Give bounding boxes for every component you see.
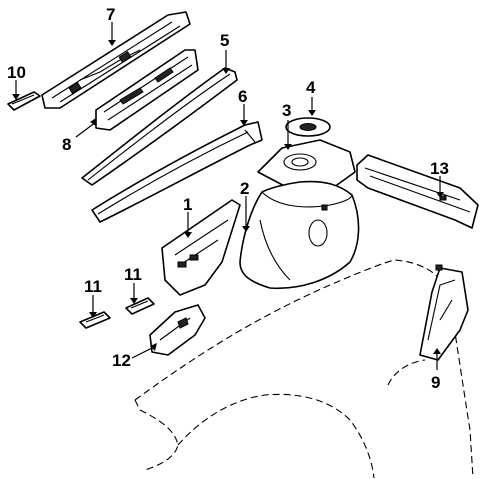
callout-6: 6 xyxy=(238,87,247,106)
callout-8: 8 xyxy=(62,135,71,154)
callout-labels: 7 10 8 5 6 4 3 2 1 13 11 11 12 9 xyxy=(7,5,449,392)
fender-outline xyxy=(134,259,474,479)
callout-12: 12 xyxy=(112,351,131,370)
part-1-inner-panel xyxy=(161,199,241,296)
part-11-bracket-right xyxy=(125,297,155,315)
callout-9: 9 xyxy=(431,373,440,392)
part-10-bracket xyxy=(7,91,41,111)
callout-13: 13 xyxy=(430,159,449,178)
part-5-strut xyxy=(81,67,238,186)
callout-3: 3 xyxy=(282,101,291,120)
callout-4: 4 xyxy=(306,78,316,97)
callout-1: 1 xyxy=(183,195,192,214)
callout-leaders xyxy=(12,22,444,370)
part-13-right-rail xyxy=(356,154,479,229)
callout-11-left: 11 xyxy=(84,277,102,296)
part-7-upper-rail xyxy=(41,11,191,109)
callout-5: 5 xyxy=(220,31,229,50)
part-8-middle-rail xyxy=(95,49,199,131)
part-11-bracket-left xyxy=(79,311,111,329)
callout-7: 7 xyxy=(106,5,115,24)
part-9-vertical-bracket xyxy=(419,264,469,361)
part-2-wheel-housing xyxy=(239,180,360,290)
callout-2: 2 xyxy=(240,179,249,198)
part-12-lower-bracket xyxy=(149,304,206,356)
callout-10: 10 xyxy=(7,63,26,82)
part-6-lower-strut xyxy=(91,121,263,223)
part-4-seal-ring xyxy=(285,117,331,137)
callout-11-right: 11 xyxy=(124,265,142,284)
